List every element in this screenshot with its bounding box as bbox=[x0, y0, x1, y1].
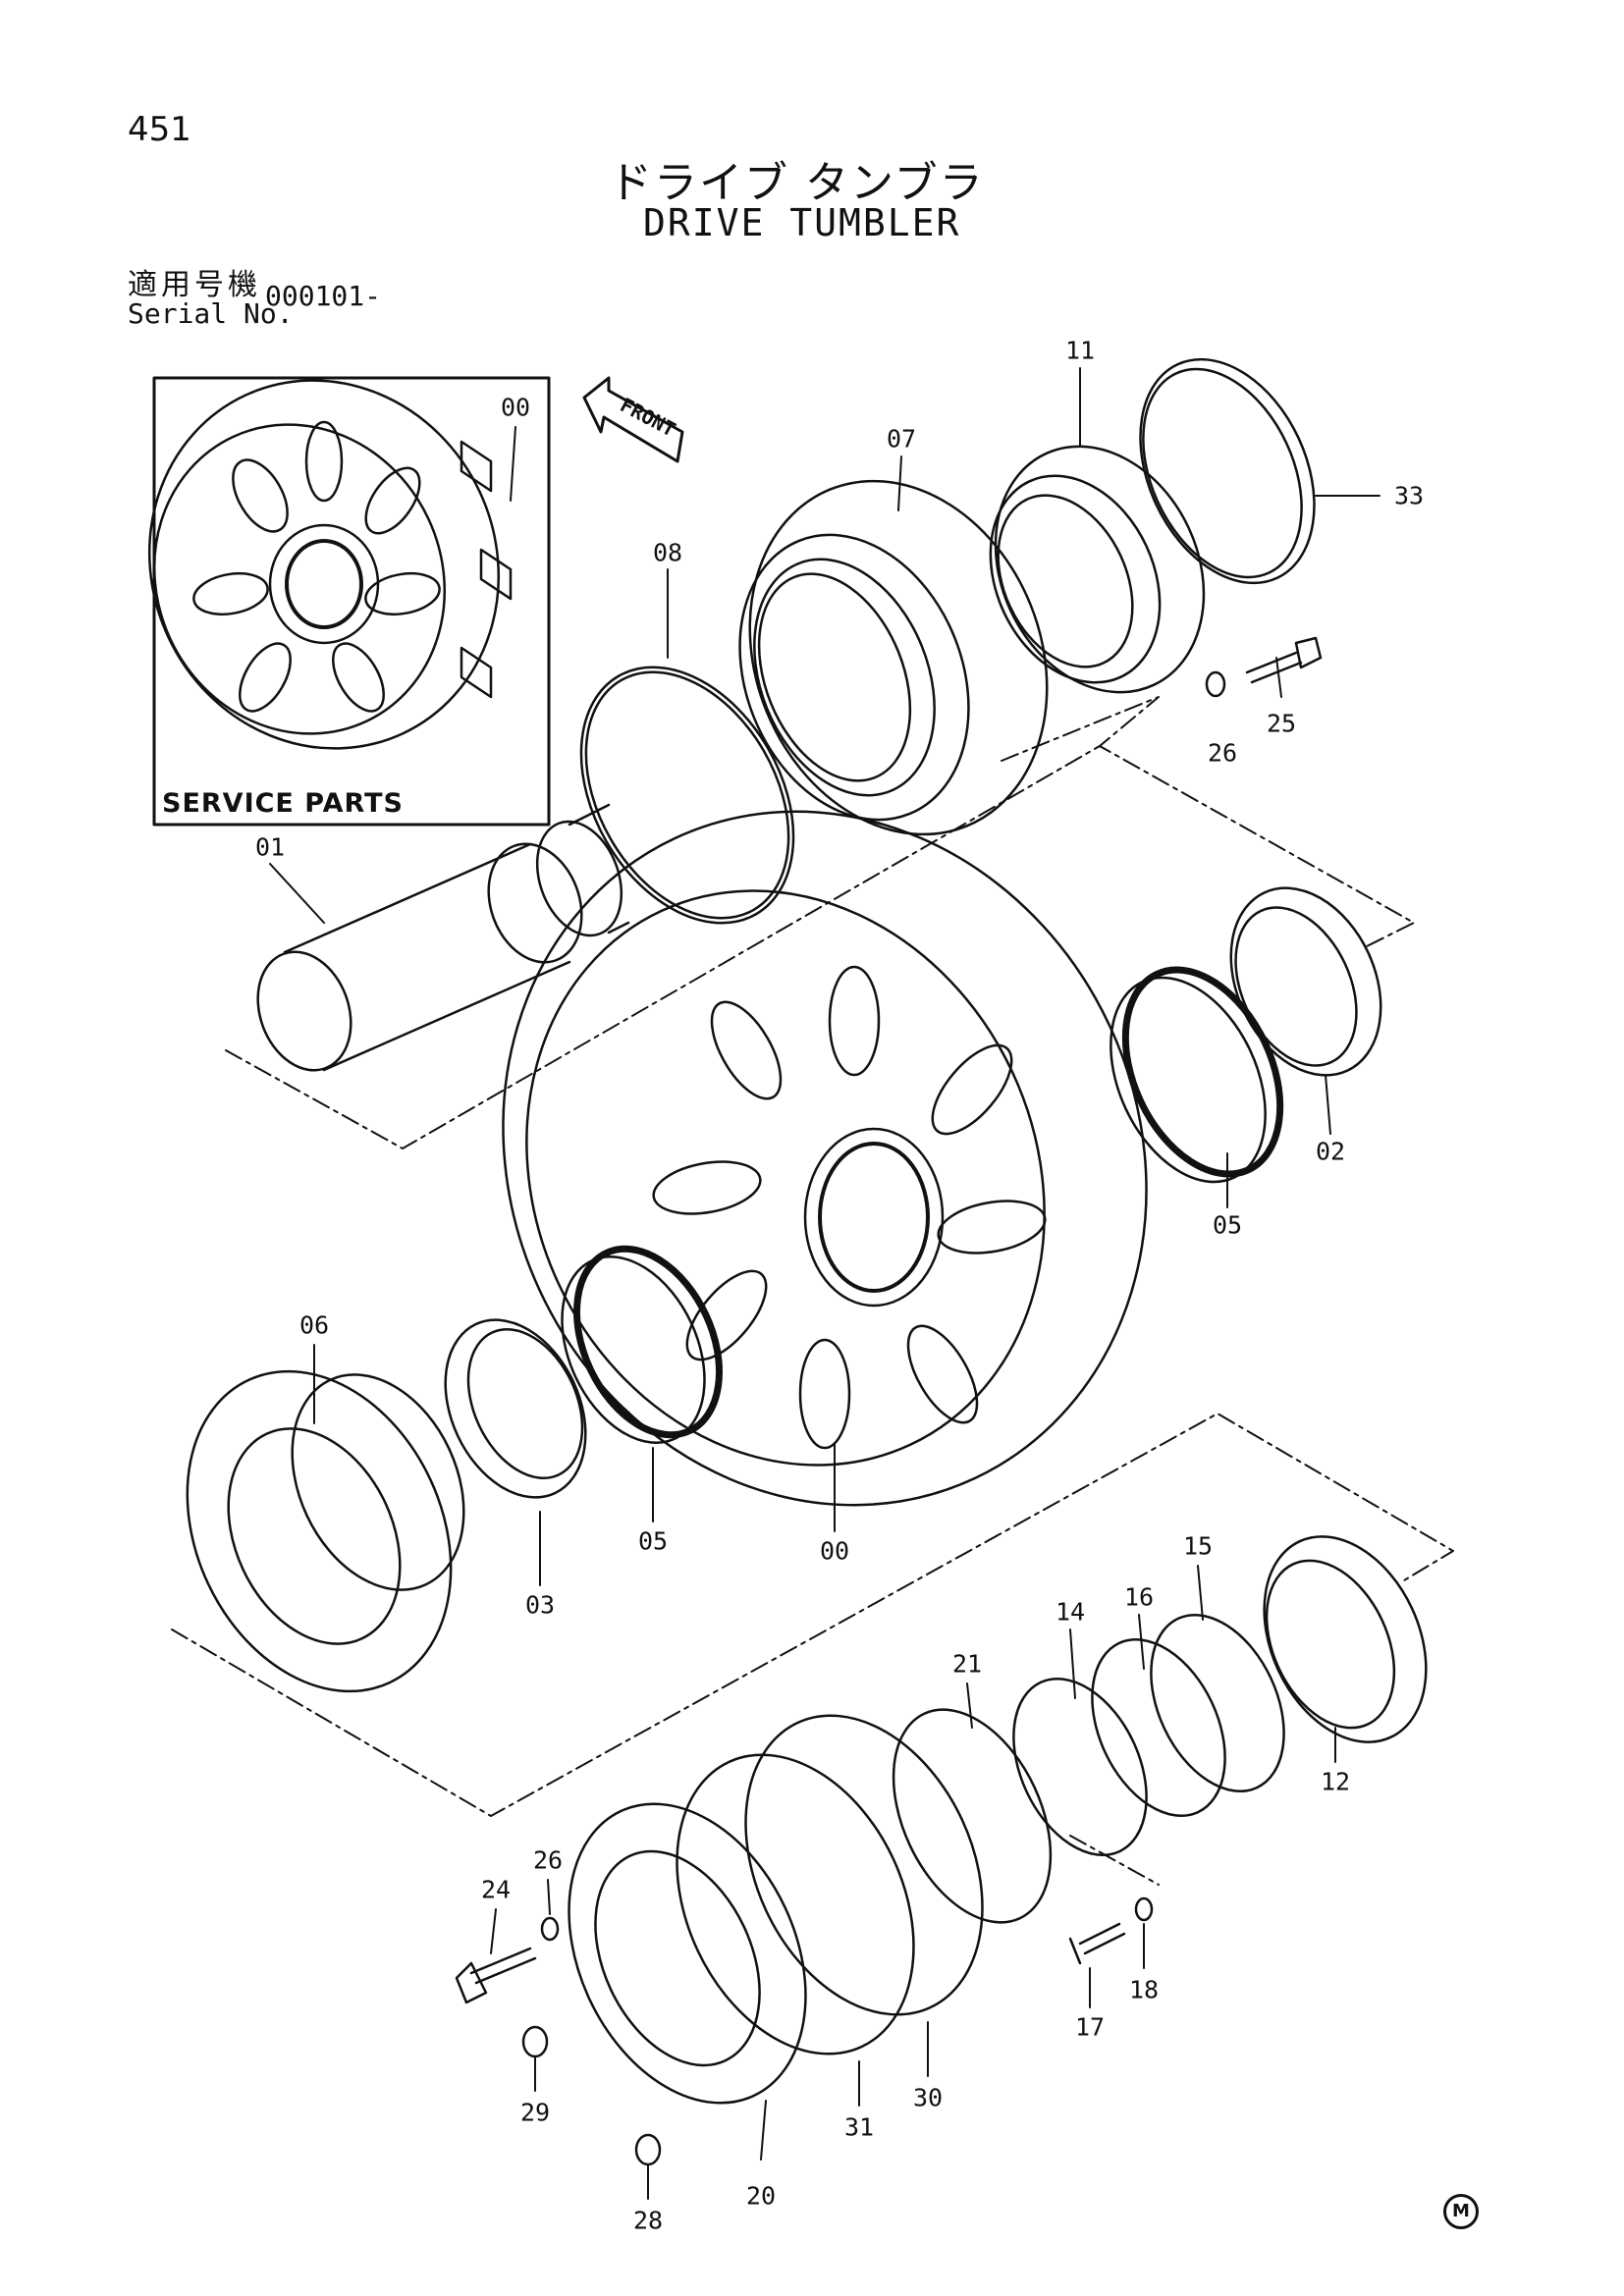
page-title: DRIVE TUMBLER bbox=[643, 201, 961, 244]
callout-05-lower: 05 bbox=[637, 1526, 669, 1556]
part-16-plate bbox=[1091, 1637, 1226, 1818]
callout-07: 07 bbox=[886, 424, 917, 454]
part-11-bearing bbox=[989, 445, 1206, 694]
part-33-ring-inner bbox=[1142, 367, 1303, 579]
callout-05-upper: 05 bbox=[1212, 1210, 1243, 1240]
corner-mark: M bbox=[1443, 2194, 1479, 2229]
callout-15: 15 bbox=[1182, 1531, 1214, 1561]
part-01-shaft bbox=[256, 803, 630, 1072]
part-26-washer-lower bbox=[540, 1916, 560, 1942]
callout-31: 31 bbox=[843, 2112, 875, 2142]
leader-lines bbox=[269, 367, 1380, 2200]
part-08-o-ring bbox=[579, 666, 795, 925]
part-14-plate bbox=[1012, 1677, 1148, 1857]
callout-26-lower: 26 bbox=[532, 1845, 564, 1875]
callout-18: 18 bbox=[1128, 1975, 1160, 2004]
serial-label: Serial No. bbox=[128, 297, 294, 330]
serial-number-value: 000101- bbox=[265, 280, 382, 312]
front-arrow bbox=[582, 376, 684, 463]
part-02-retainer bbox=[1229, 886, 1382, 1077]
callout-29: 29 bbox=[519, 2098, 551, 2127]
callout-24: 24 bbox=[480, 1875, 512, 1904]
part-17-bolt bbox=[1068, 1922, 1126, 1965]
callout-33: 33 bbox=[1393, 481, 1425, 510]
part-03-retainer bbox=[444, 1318, 587, 1499]
part-12-bearing bbox=[1263, 1535, 1428, 1743]
assembly-guide-lines bbox=[171, 696, 1454, 1886]
part-15-shim bbox=[1150, 1613, 1285, 1793]
callout-02: 02 bbox=[1315, 1137, 1346, 1166]
callout-11: 11 bbox=[1064, 336, 1096, 365]
callout-17: 17 bbox=[1074, 2012, 1106, 2042]
part-31-plate bbox=[676, 1753, 915, 2056]
callout-26-upper: 26 bbox=[1207, 738, 1238, 768]
page-number: 451 bbox=[128, 110, 191, 149]
part-33-ring bbox=[1139, 357, 1316, 585]
callout-01: 01 bbox=[254, 832, 286, 862]
callout-12: 12 bbox=[1320, 1767, 1351, 1796]
part-24-bolt bbox=[469, 1947, 537, 1985]
part-25-bolt bbox=[1245, 636, 1323, 684]
callout-03: 03 bbox=[524, 1590, 556, 1620]
callout-06: 06 bbox=[298, 1310, 330, 1340]
part-07-housing bbox=[738, 479, 1049, 836]
service-parts-box bbox=[147, 376, 551, 827]
part-18-washer bbox=[1134, 1896, 1154, 1922]
part-30-plate bbox=[744, 1714, 984, 2016]
callout-00: 00 bbox=[819, 1536, 850, 1566]
service-parts-label: SERVICE PARTS bbox=[162, 788, 404, 819]
callout-30: 30 bbox=[912, 2083, 944, 2112]
part-00-sprocket bbox=[502, 810, 1148, 1507]
callout-16: 16 bbox=[1123, 1582, 1155, 1612]
part-26-washer bbox=[1205, 670, 1226, 698]
part-20-segment bbox=[568, 1802, 807, 2105]
callout-00-service: 00 bbox=[500, 393, 531, 422]
part-21-o-ring bbox=[892, 1708, 1053, 1924]
callout-28: 28 bbox=[632, 2206, 664, 2235]
callout-25: 25 bbox=[1266, 709, 1297, 738]
page-title-japanese: ドライブ タンブラ bbox=[609, 158, 985, 208]
part-06-flange bbox=[186, 1369, 465, 1693]
serial-label-japanese: 適用号機 bbox=[128, 268, 261, 302]
callout-20: 20 bbox=[745, 2181, 777, 2211]
callout-08: 08 bbox=[652, 538, 683, 567]
callout-21: 21 bbox=[951, 1649, 983, 1679]
callout-14: 14 bbox=[1055, 1597, 1086, 1627]
